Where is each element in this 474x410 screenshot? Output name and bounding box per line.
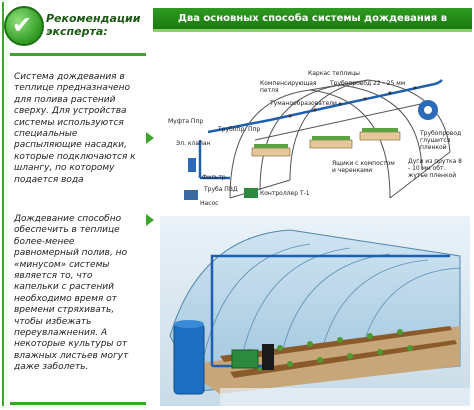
label-pump: Насос — [200, 200, 219, 207]
label-arcs: Дуги из прутка 8 - 10 мм обт. жутье плен… — [408, 158, 462, 179]
label-pipe: Трубопровод 22 - 25 мм — [330, 80, 406, 87]
label-coupling: Муфта Ппр — [168, 118, 204, 125]
label-frame: Каркас теплицы — [308, 70, 360, 77]
divider-bottom — [10, 402, 146, 405]
label-valve: Эл. клапан — [176, 140, 211, 147]
greenhouse-scheme-diagram: Каркас теплицы Компенсирующая петля Труб… — [160, 40, 470, 212]
label-boxes: Ящики с компостом и черенками — [332, 160, 395, 174]
label-pipe-ppr: Трубопр. Ппр — [218, 126, 261, 133]
label-foggers: Туманообразователи — [270, 100, 337, 107]
greenhouse-3d-illustration — [160, 216, 470, 406]
divider — [10, 53, 146, 56]
sidebar-left-border — [2, 2, 4, 406]
recommendation-paragraph-2: Дождевание способно обеспечить в теплице… — [14, 214, 129, 373]
checkmark-icon: ✔ — [4, 6, 44, 46]
header-bar: Два основных способа системы дождевания … — [153, 8, 472, 45]
expert-badge: ✔ Рекомендации эксперта: — [4, 6, 150, 46]
label-pipe-end: Трубопровод глушится пленкой — [420, 130, 462, 151]
label-filter: Фильтр — [202, 174, 226, 181]
expert-title: Рекомендации эксперта: — [46, 12, 141, 38]
label-pvd-pipe: Труба ПВД — [204, 186, 238, 193]
page-title: Два основных способа системы дождевания … — [177, 13, 448, 45]
pointer-arrow-icon — [146, 132, 154, 144]
recommendation-paragraph-1: Система дождевания в теплице предназначе… — [14, 72, 136, 185]
label-compensating-loop: Компенсирующая петля — [260, 80, 317, 94]
pointer-arrow-icon — [146, 214, 154, 226]
label-controller: Контроллер Т-1 — [260, 190, 310, 197]
expert-sidebar — [2, 2, 152, 408]
